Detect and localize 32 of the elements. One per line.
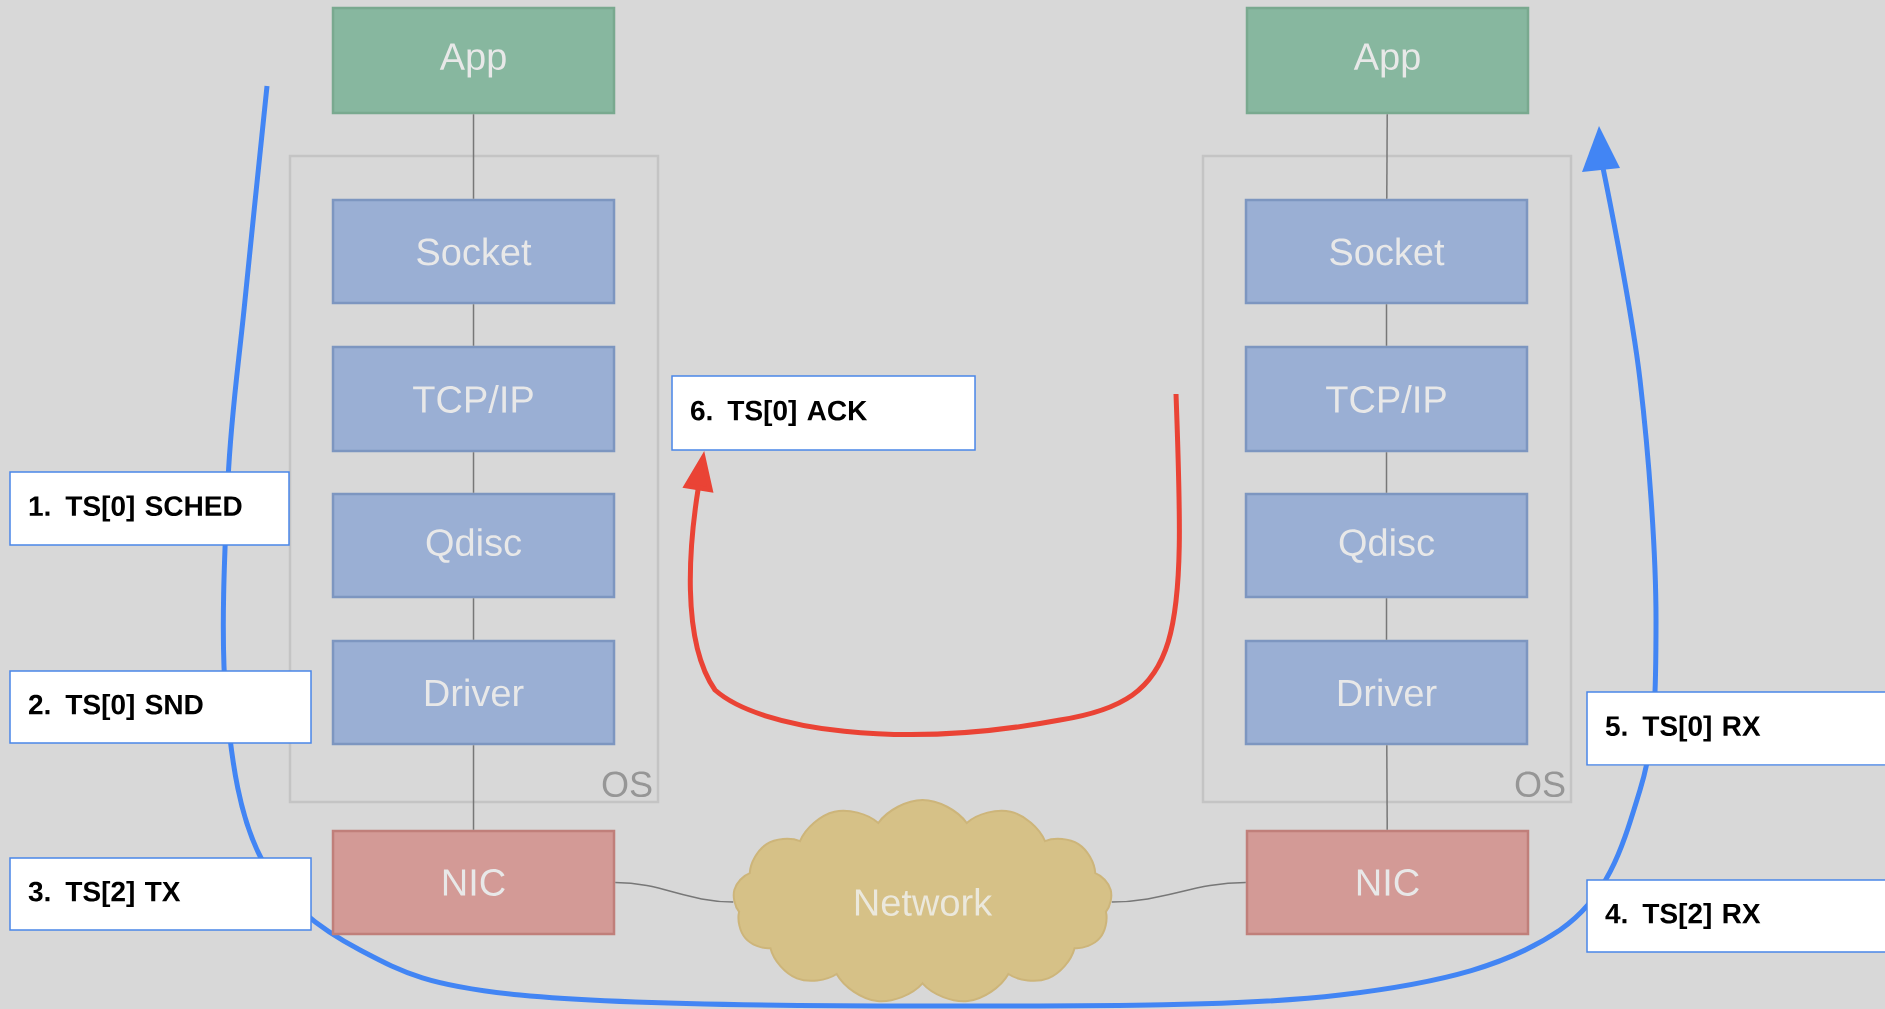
connector-line [472,597,475,641]
connector-line [614,881,734,903]
connector-line [1386,113,1388,200]
connector-line [1111,881,1247,903]
connector-line [1385,451,1388,494]
app-box: App [331,6,616,115]
label-box: 3. TS[2] TX [9,857,312,931]
connector-line [1386,744,1388,831]
layer-box: Qdisc [331,492,616,599]
connector-line [472,113,475,200]
label-box: 2. TS[0] SND [9,670,312,744]
curved-arrow [682,393,1182,737]
network-cloud: Network [732,799,1113,1003]
app-box: App [1245,6,1530,115]
connector-line [472,303,475,347]
label-box: 4. TS[2] RX [1586,879,1885,953]
layer-box: TCP/IP [1244,345,1529,453]
nic-box: NIC [331,829,616,936]
connector-line [1385,303,1388,347]
layer-box: Socket [1244,198,1529,305]
nic-box: NIC [1245,829,1530,936]
connector-line [472,744,475,831]
layer-box: Qdisc [1244,492,1529,599]
layer-box: Driver [331,639,616,746]
label-box: 5. TS[0] RX [1586,691,1885,766]
connector-line [1385,597,1388,641]
layer-box: Driver [1244,639,1529,746]
connector-line [472,451,475,494]
layer-box: Socket [331,198,616,305]
label-box: 6. TS[0] ACK [671,375,976,451]
layer-box: TCP/IP [331,345,616,453]
label-box: 1. TS[0] SCHED [9,471,290,546]
